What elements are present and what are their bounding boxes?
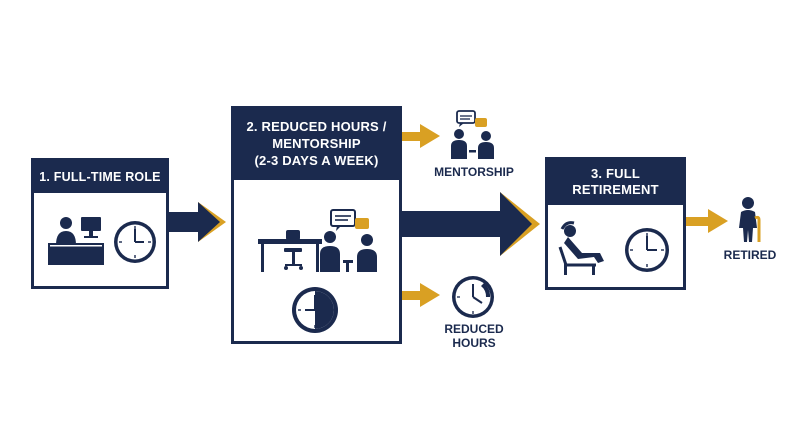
relaxing-person-icon [558,221,604,275]
stage3-title-line1: 3. FULL [590,166,641,181]
arrow-to-mentorship [400,124,440,148]
stage3-box: 3. FULL RETIREMENT [545,157,686,290]
retired-label: RETIRED [723,248,777,262]
mentorship-label: MENTORSHIP [434,165,514,179]
clock-icon [625,228,669,272]
clock-icon [114,221,156,263]
mentorship-pair-icon [320,209,377,272]
arrow-stage1-to-stage2 [168,202,226,242]
stage2-title-line1: 2. REDUCED HOURS / [246,119,387,134]
stage2-box: 2. REDUCED HOURS / MENTORSHIP (2-3 DAYS … [231,106,402,344]
reduced-hours-label-line1: REDUCED [444,322,504,336]
reduced-hours-label: REDUCED HOURS [424,322,524,350]
mentorship-side-icon [451,110,494,159]
desk-chair-icon [258,230,322,272]
stage2-title-line3: (2-3 DAYS A WEEK) [254,153,379,168]
stage3-title-line2: RETIREMENT [572,182,659,197]
stage2-title: 2. REDUCED HOURS / MENTORSHIP (2-3 DAYS … [234,109,399,180]
stage1-title: 1. FULL-TIME ROLE [34,161,166,193]
stage1-icons [48,217,156,265]
arrow-stage2-to-stage3 [400,192,540,256]
retired-elder-icon [739,197,761,242]
stage3-title: 3. FULL RETIREMENT [548,160,683,205]
stage2-icons [258,209,377,333]
stage3-icons [558,221,669,275]
reduced-hours-clock-icon [452,276,494,318]
reduced-hours-label-line2: HOURS [452,336,496,350]
half-clock-icon [292,287,338,333]
office-worker-desk-icon [48,217,104,265]
arrow-to-reduced-hours [400,283,440,307]
stage2-title-line2: MENTORSHIP [272,136,361,151]
stage1-box: 1. FULL-TIME ROLE [31,158,169,289]
arrow-to-retired [684,209,728,233]
